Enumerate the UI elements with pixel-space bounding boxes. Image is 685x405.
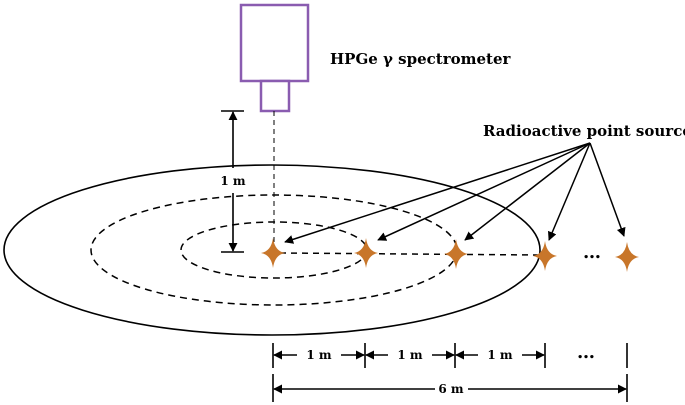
source-arrow-3 [464, 142, 591, 241]
spacing-label-3: 1 m [487, 348, 513, 362]
source-label: Radioactive point source [483, 122, 685, 140]
point-source-6 [615, 242, 639, 272]
spacing-label-2: 1 m [397, 348, 423, 362]
spacing-ellipsis: … [577, 342, 595, 363]
source-arrow-1 [284, 142, 591, 244]
radial-dashed-line [279, 252, 539, 256]
spacing-label-1: 1 m [306, 348, 332, 362]
total-label: 6 m [438, 382, 464, 396]
detector-body [239, 3, 310, 83]
point-source-3 [444, 239, 468, 269]
point-source-4 [533, 241, 557, 271]
detector-label: HPGe γ spectrometer [330, 50, 511, 68]
source-arrow-6 [589, 142, 626, 237]
ground-outer-ellipse [3, 164, 541, 336]
point-source-2 [354, 238, 378, 268]
point-source-ellipsis: … [583, 242, 601, 263]
height-label: 1 m [220, 174, 246, 188]
source-arrow-2 [377, 142, 591, 241]
source-arrow-4 [548, 142, 591, 241]
point-source-1 [261, 238, 285, 268]
detector-neck [259, 79, 291, 113]
